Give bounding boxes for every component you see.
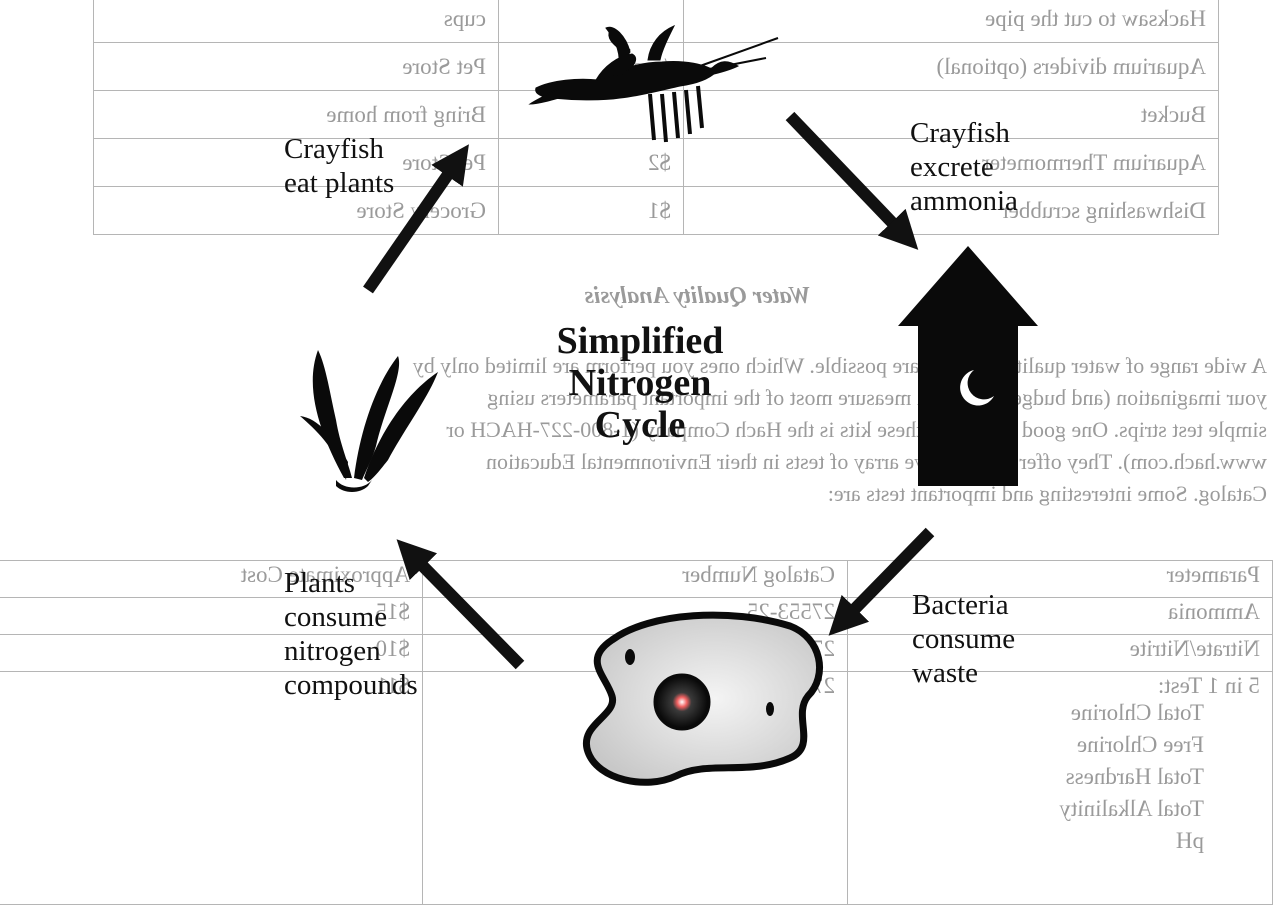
label-line: Plants	[284, 566, 418, 600]
bacteria-cell-icon	[586, 615, 819, 782]
arrow-bacteria-to-plants	[410, 553, 520, 665]
label-crayfish-eat-plants: Crayfish eat plants	[284, 132, 394, 200]
diagram-title: Simplified Nitrogen Cycle	[470, 320, 810, 446]
title-line: Simplified	[470, 320, 810, 362]
outhouse-icon	[898, 246, 1038, 486]
label-line: eat plants	[284, 166, 394, 200]
label-line: ammonia	[910, 184, 1018, 218]
crayfish-icon	[530, 26, 778, 142]
label-line: compounds	[284, 668, 418, 702]
label-line: consume	[912, 622, 1015, 656]
label-line: waste	[912, 656, 1015, 690]
plant-icon	[300, 350, 438, 492]
label-line: nitrogen	[284, 634, 418, 668]
label-line: Bacteria	[912, 588, 1015, 622]
label-line: consume	[284, 600, 418, 634]
label-line: Crayfish	[910, 116, 1018, 150]
label-line: excrete	[910, 150, 1018, 184]
label-plants-consume-nitrogen: Plants consume nitrogen compounds	[284, 566, 418, 702]
label-line: Crayfish	[284, 132, 394, 166]
label-bacteria-consume-waste: Bacteria consume waste	[912, 588, 1015, 690]
label-crayfish-excrete-ammonia: Crayfish excrete ammonia	[910, 116, 1018, 218]
arrow-crayfish-to-waste	[790, 116, 905, 236]
title-line: Nitrogen	[470, 362, 810, 404]
title-line: Cycle	[470, 404, 810, 446]
